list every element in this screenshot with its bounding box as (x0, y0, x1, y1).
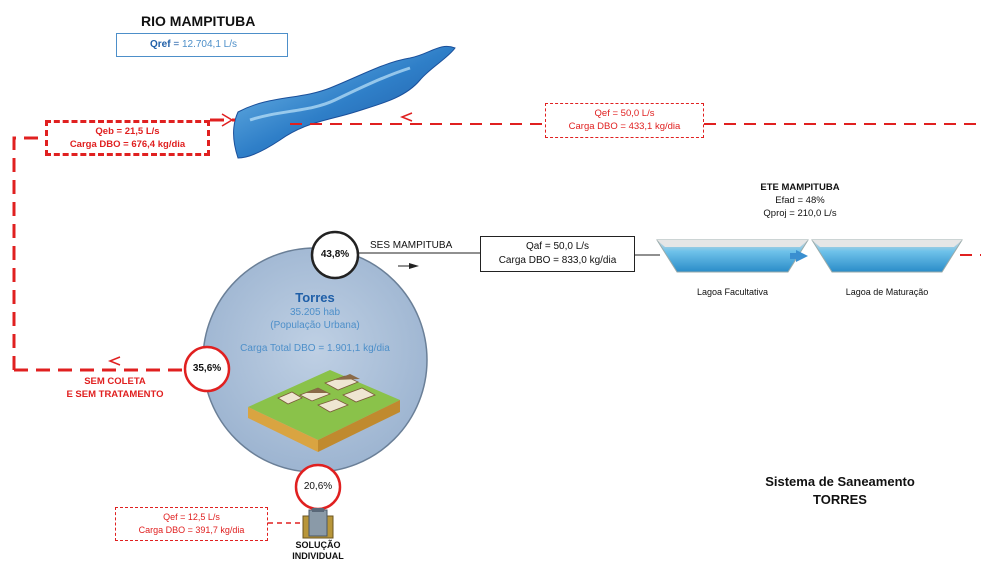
individual-percent: 20,6% (303, 481, 333, 492)
arrow-return (399, 112, 413, 122)
sem-coleta-line1: SEM COLETA (84, 376, 146, 387)
lagoa-maturacao-shape (811, 239, 963, 273)
lagoa-facultativa-shape (656, 239, 809, 273)
city-population: 35.205 hab (289, 307, 341, 318)
river-highlight (249, 66, 411, 122)
individual-label1: SOLUÇÃO (295, 540, 341, 550)
city-population-type: (População Urbana) (270, 320, 360, 331)
untreated-flow-line2: Carga DBO = 676,4 kg/dia (69, 139, 186, 150)
ses-box (480, 236, 635, 272)
ses-line2: Carga DBO = 833,0 kg/dia (498, 255, 617, 266)
untreated-flow-lines (12, 118, 235, 372)
ses-line1: Qaf = 50,0 L/s (525, 241, 590, 252)
lagoa2-label: Lagoa de Maturação (845, 287, 929, 297)
ete-qproj: Qproj = 210,0 L/s (763, 208, 837, 219)
arrow-to-river (221, 113, 234, 127)
river-shape (233, 45, 456, 159)
return-flow-line (290, 123, 981, 256)
return-flow-line1: Qef = 50,0 L/s (594, 108, 655, 119)
qref-box (116, 33, 288, 57)
houses (277, 374, 376, 413)
septic-tank-icon (302, 508, 334, 539)
qref-value: 12.704,1 L/s (181, 39, 238, 50)
qref-label: Qref (150, 39, 171, 50)
city-name: Torres (295, 290, 335, 305)
individual-label2: INDIVIDUAL (292, 551, 344, 561)
river-title: RIO MAMPITUBA (141, 13, 256, 29)
system-title-line2: TORRES (813, 492, 867, 507)
lagoa1-label: Lagoa Facultativa (696, 287, 769, 297)
system-title-line1: Sistema de Saneamento (765, 474, 915, 489)
ete-eficiencia: Efad = 48% (775, 195, 825, 206)
ses-percent: 43,8% (320, 249, 350, 260)
city-landscape (248, 370, 400, 452)
sem-coleta-line2: E SEM TRATAMENTO (66, 389, 164, 400)
untreated-flow-line1: Qeb = 21,5 L/s (95, 126, 160, 137)
city-load-total: Carga Total DBO = 1.901,1 kg/dia (240, 343, 390, 354)
ses-label: SES MAMPITUBA (370, 240, 453, 251)
ete-title: ETE MAMPITUBA (760, 182, 840, 193)
sem-coleta-percent: 35,6% (192, 363, 222, 374)
individual-line2: Carga DBO = 391,7 kg/dia (138, 525, 245, 535)
return-flow-line2: Carga DBO = 433,1 kg/dia (568, 121, 681, 132)
untreated-flow-box (45, 120, 210, 156)
ses-percent-circle (310, 230, 360, 280)
ses-arrow (409, 263, 419, 269)
individual-flow-box (115, 507, 268, 541)
return-flow-box (545, 103, 704, 138)
sem-coleta-percent-circle (183, 345, 231, 393)
qref-text: Qref = 12.704,1 L/s (150, 39, 238, 50)
individual-line1: Qef = 12,5 L/s (163, 512, 220, 522)
arrow-sem-coleta (107, 356, 121, 366)
lagoa-connector-arrow (796, 250, 808, 262)
